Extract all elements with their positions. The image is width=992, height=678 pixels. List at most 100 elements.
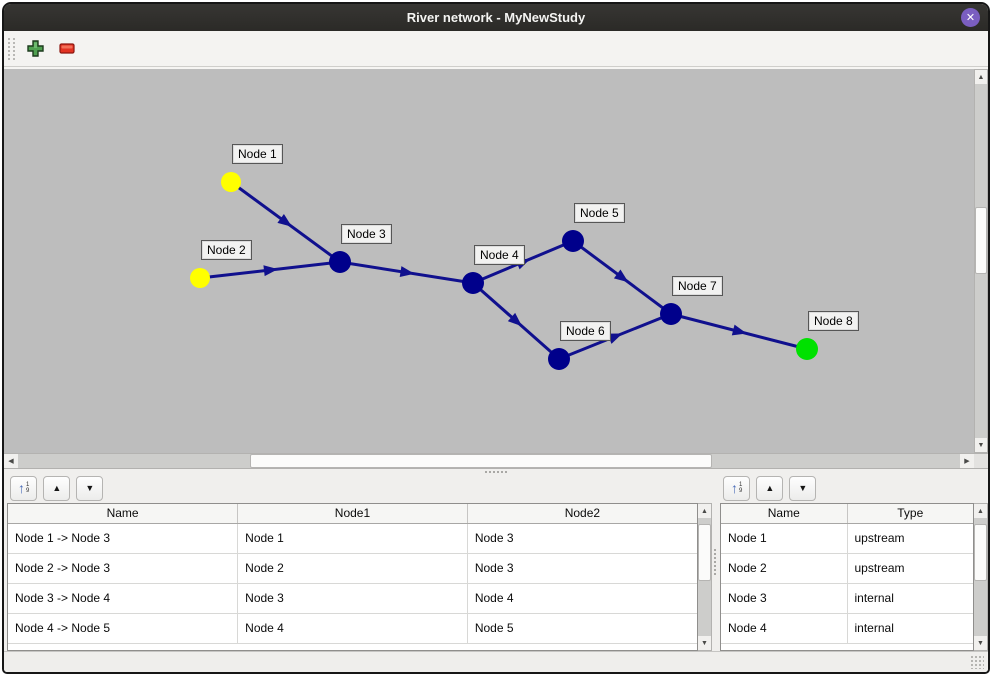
node-node-3[interactable] [329, 251, 351, 273]
nodes-move-down-button[interactable]: ▼ [789, 475, 817, 501]
horizontal-splitter[interactable] [4, 468, 988, 473]
resize-grip-icon[interactable] [970, 655, 984, 669]
cell: Node 3 [467, 553, 697, 584]
cell: Node 4 -> Node 5 [8, 613, 239, 644]
table-scroll-thumb[interactable] [974, 524, 987, 581]
close-icon: ✕ [965, 12, 976, 24]
column-header[interactable]: Name [721, 504, 848, 524]
cell: Node 4 [721, 613, 848, 644]
reaches-move-down-button[interactable]: ▼ [76, 475, 104, 501]
nodes-table-scrollbar[interactable]: ▲ ▼ [974, 503, 988, 651]
nodes-move-up-button[interactable]: ▲ [756, 475, 784, 501]
vertical-scroll-thumb[interactable] [975, 207, 987, 274]
scroll-down-button[interactable]: ▼ [975, 438, 987, 452]
scroll-up-button[interactable]: ▲ [975, 70, 987, 84]
scroll-down-button[interactable]: ▼ [698, 636, 711, 650]
plus-icon [26, 40, 44, 57]
cell: Node 2 [721, 553, 848, 584]
arrow-down-icon: ▼ [977, 441, 985, 449]
cell: Node 1 [237, 523, 468, 554]
table-scroll-thumb[interactable] [698, 524, 711, 581]
column-header[interactable]: Node1 [237, 504, 468, 524]
scroll-left-button[interactable]: ◀ [4, 454, 18, 468]
node-label: Node 7 [672, 276, 723, 296]
node-node-8[interactable] [796, 338, 818, 360]
node-node-2[interactable] [190, 268, 210, 288]
cell: Node 1 -> Node 3 [8, 523, 239, 554]
reaches-table-scrollbar[interactable]: ▲ ▼ [698, 503, 712, 651]
splitter-handle-icon [485, 471, 507, 474]
titlebar[interactable]: River network - MyNewStudy ✕ [4, 4, 988, 31]
node-node-6[interactable] [548, 348, 570, 370]
canvas-horizontal-scrollbar[interactable]: ◀ ▶ [4, 453, 988, 468]
close-button[interactable]: ✕ [961, 8, 980, 27]
flow-direction-arrow-icon [607, 333, 623, 344]
column-header[interactable]: Type [847, 504, 973, 524]
arrow-up-icon: ▲ [701, 507, 708, 515]
horizontal-scroll-track[interactable] [18, 454, 960, 468]
flow-direction-arrow-icon [613, 269, 629, 283]
node-node-7[interactable] [660, 303, 682, 325]
reaches-move-up-button[interactable]: ▲ [43, 475, 71, 501]
cell: Node 3 [721, 583, 848, 614]
arrow-down-icon: ▼ [85, 483, 95, 493]
scroll-up-button[interactable]: ▲ [698, 504, 711, 518]
column-header[interactable]: Node2 [467, 504, 697, 524]
cell: Node 3 -> Node 4 [8, 583, 239, 614]
arrow-up-icon: ▲ [765, 483, 775, 493]
column-header[interactable]: Name [8, 504, 239, 524]
cell: Node 3 [467, 523, 697, 554]
node-node-5[interactable] [562, 230, 584, 252]
scroll-up-button[interactable]: ▲ [974, 504, 987, 518]
arrow-down-icon: ▼ [701, 639, 708, 647]
flow-direction-arrow-icon [399, 266, 415, 277]
cell: Node 5 [467, 613, 697, 644]
vertical-splitter[interactable] [712, 473, 717, 651]
arrow-up-icon: ▲ [52, 483, 62, 493]
cell: Node 4 [237, 613, 468, 644]
cell: upstream [847, 523, 973, 554]
arrow-down-icon: ▼ [798, 483, 808, 493]
cell: Node 2 -> Node 3 [8, 553, 239, 584]
flow-direction-arrow-icon [731, 324, 747, 336]
cell: internal [847, 583, 973, 614]
cell: Node 1 [721, 523, 848, 554]
remove-node-button[interactable] [55, 37, 79, 61]
scroll-down-button[interactable]: ▼ [974, 636, 987, 650]
node-node-4[interactable] [462, 272, 484, 294]
scrollbar-corner [974, 454, 988, 468]
toolbar-drag-handle[interactable] [8, 37, 15, 60]
window-title: River network - MyNewStudy [406, 10, 586, 25]
horizontal-scroll-thumb[interactable] [250, 454, 712, 468]
node-node-1[interactable] [221, 172, 241, 192]
node-label: Node 3 [341, 224, 392, 244]
canvas-vertical-scrollbar[interactable]: ▲ ▼ [974, 69, 988, 453]
statusbar [4, 651, 988, 672]
scroll-right-button[interactable]: ▶ [960, 454, 974, 468]
add-node-button[interactable] [23, 37, 47, 61]
node-label: Node 5 [574, 203, 625, 223]
